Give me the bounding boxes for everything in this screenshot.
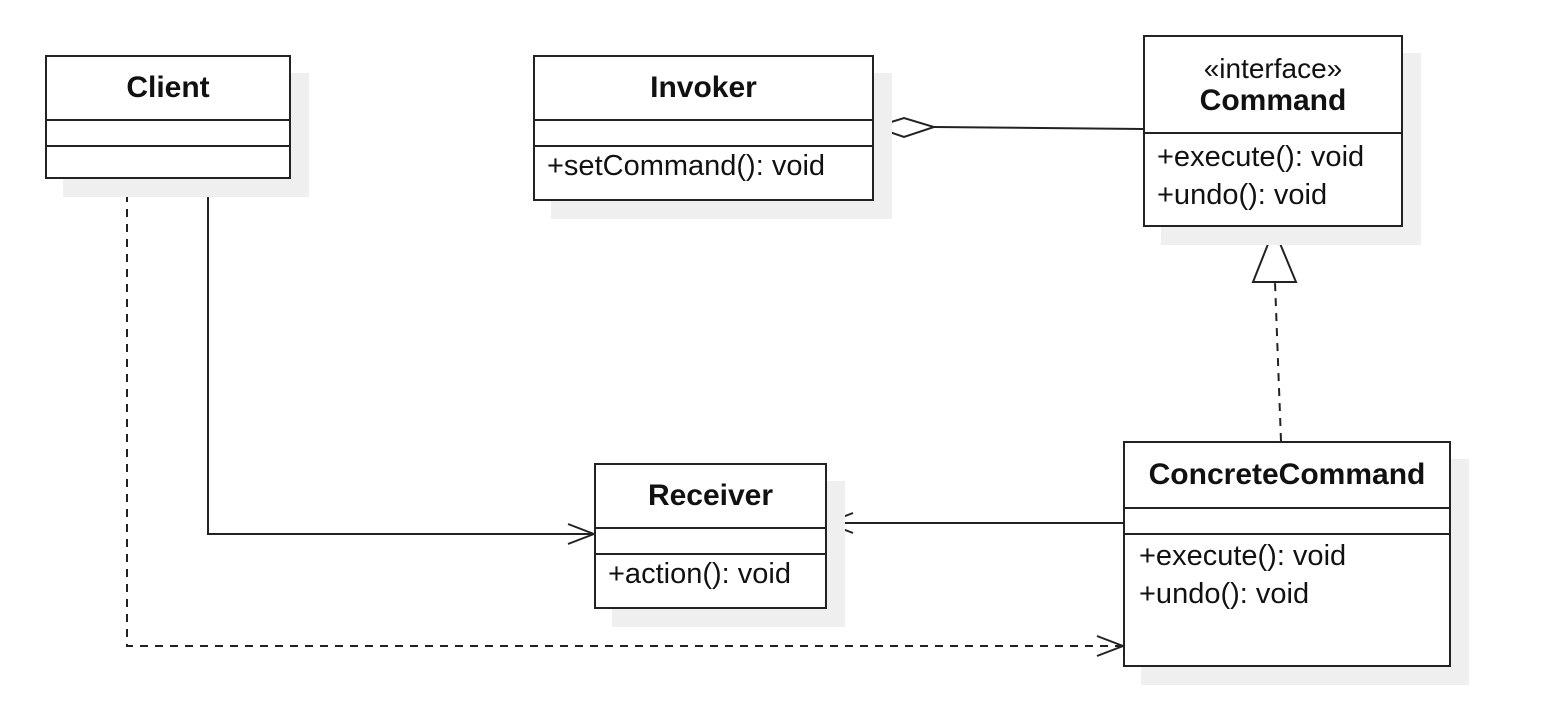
class-header: Receiver bbox=[596, 465, 825, 529]
class-header: Invoker bbox=[535, 57, 872, 121]
operations-compartment: +execute(): void +undo(): void bbox=[1145, 134, 1401, 214]
operation: +execute(): void bbox=[1157, 141, 1365, 173]
attributes-compartment bbox=[47, 121, 289, 147]
attributes-compartment bbox=[1125, 509, 1449, 535]
class-receiver[interactable]: Receiver +action(): void bbox=[594, 463, 827, 609]
interface-command[interactable]: «interface» Command +execute(): void +un… bbox=[1143, 35, 1403, 227]
dependency-client-concrete bbox=[126, 179, 1123, 647]
operation: +action(): void bbox=[608, 558, 791, 590]
class-name: Receiver bbox=[647, 479, 774, 512]
aggregation-invoker-command bbox=[871, 116, 1144, 139]
class-header: Client bbox=[47, 57, 289, 121]
attributes-compartment bbox=[535, 121, 872, 147]
realization-triangle-icon bbox=[1251, 226, 1298, 283]
class-name: Invoker bbox=[650, 71, 757, 104]
class-name: Client bbox=[126, 71, 210, 104]
operation: +undo(): void bbox=[1139, 578, 1310, 610]
class-invoker[interactable]: Invoker +setCommand(): void bbox=[533, 55, 874, 201]
aggregation-diamond-icon bbox=[871, 116, 938, 139]
operation: +execute(): void bbox=[1139, 540, 1347, 572]
class-concrete-command[interactable]: ConcreteCommand +execute(): void +undo()… bbox=[1123, 441, 1451, 667]
operations-compartment: +setCommand(): void bbox=[535, 147, 872, 185]
class-header: «interface» Command bbox=[1145, 37, 1401, 134]
operations-compartment: +execute(): void +undo(): void bbox=[1125, 535, 1449, 613]
class-header: ConcreteCommand bbox=[1125, 443, 1449, 509]
realization-concrete-command bbox=[1251, 226, 1298, 442]
operation: +setCommand(): void bbox=[547, 150, 826, 182]
class-name: Command bbox=[1199, 83, 1347, 117]
operations-compartment: +action(): void bbox=[596, 555, 825, 593]
operation: +undo(): void bbox=[1157, 179, 1328, 211]
stereotype-label: «interface» bbox=[1203, 52, 1343, 84]
class-client[interactable]: Client bbox=[45, 55, 291, 179]
class-name: ConcreteCommand bbox=[1148, 458, 1426, 491]
attributes-compartment bbox=[596, 529, 825, 555]
association-client-receiver bbox=[207, 179, 594, 534]
